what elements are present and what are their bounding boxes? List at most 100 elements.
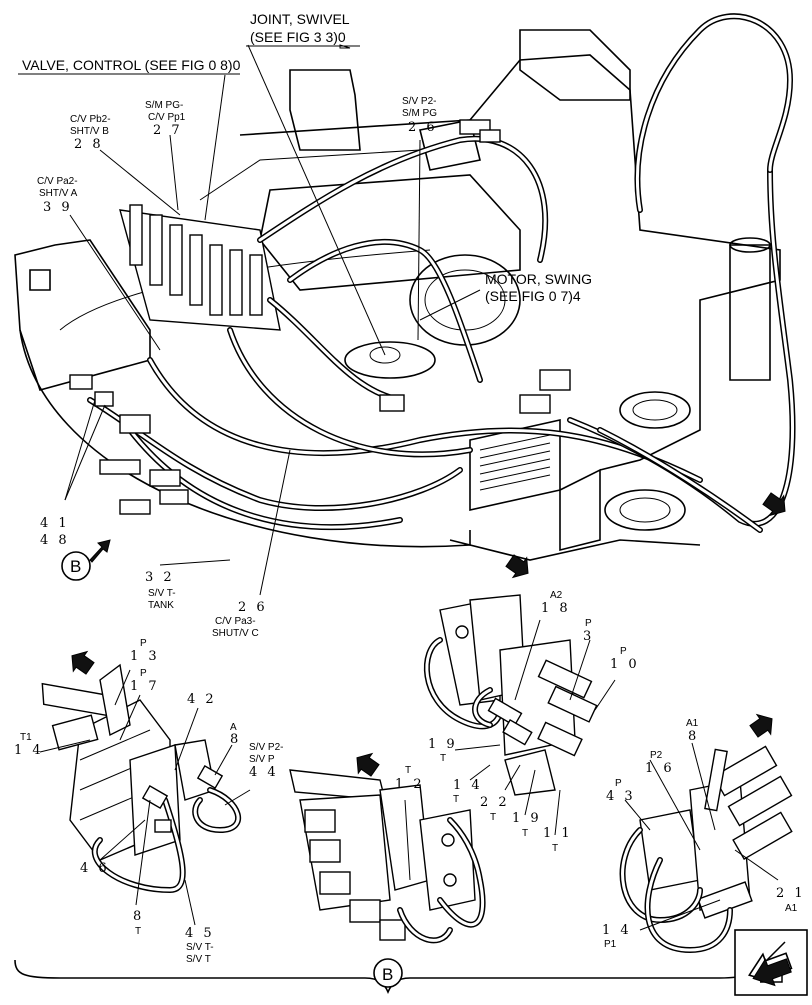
- cd-t-12: T: [405, 765, 411, 776]
- left-fittings: [69, 374, 189, 515]
- callout-27-text1: S/M PG-: [145, 100, 183, 111]
- ld-svp2: S/V P2-: [249, 742, 283, 753]
- ld-svt: S/V T-: [186, 942, 214, 953]
- right-pad-1: [619, 391, 691, 429]
- center-lower-detail: T 1 2: [289, 765, 486, 944]
- cd-num-3: 3: [583, 629, 594, 644]
- ld-num-44: 4 4: [249, 765, 279, 780]
- ld-num-14: 1 4: [14, 743, 44, 758]
- arrow-left-icon-2: [356, 752, 380, 777]
- callout-48-num: 4 8: [40, 533, 70, 548]
- rd-num-21: 2 1: [776, 886, 806, 901]
- swivel-joint: [344, 341, 436, 379]
- ld-num-8b: 8: [133, 909, 144, 924]
- rd-num-16: 1 6: [645, 761, 675, 776]
- hose-bundle: [87, 13, 796, 533]
- right-pad-2: [604, 489, 686, 531]
- ld-num-45: 4 5: [185, 926, 215, 941]
- ld-a: A: [230, 722, 237, 733]
- cd-num-19a: 1 9: [428, 737, 458, 752]
- rd-p: P: [615, 778, 622, 789]
- callout-28-num: 2 8: [74, 137, 104, 152]
- callout-32-num: 3 2: [145, 570, 175, 585]
- rd-num-43: 4 3: [606, 789, 636, 804]
- rd-num-14: 1 4: [602, 923, 632, 938]
- callout-26a-num: 2 6: [408, 120, 438, 135]
- main-assembly: [14, 13, 796, 561]
- callout-26b-num: 2 6: [238, 600, 268, 615]
- ld-p-17: P: [140, 668, 147, 679]
- motor-swing-title-1: MOTOR, SWING: [485, 271, 592, 287]
- arrow-upright-icon: [749, 713, 773, 738]
- callout-32-text1: S/V T-: [148, 588, 176, 599]
- cd-num-10: 1 0: [610, 657, 640, 672]
- view-arrow-icon: [89, 539, 111, 563]
- rd-num-8: 8: [688, 729, 699, 744]
- right-detail: A1 8 P2 1 6 P 4 3 2 1 A1 1 4 P1: [602, 718, 806, 954]
- leader-lines-top: [64, 44, 481, 596]
- callout-39-num: 3 9: [43, 200, 73, 215]
- bottom-view-b-label: B: [382, 965, 393, 984]
- callout-32-text2: TANK: [148, 600, 174, 611]
- cd-t-19a: T: [440, 753, 446, 764]
- arrow-right-icon-2: [505, 554, 529, 579]
- joint-swivel-title-2: (SEE FIG 3 3)0: [250, 29, 346, 45]
- left-detail: P 1 3 P 1 7 T1 1 4 4 2 A 8 S/V P2- S/V P…: [14, 638, 283, 965]
- ld-t: T: [135, 926, 141, 937]
- callout-27-num: 2 7: [153, 123, 183, 138]
- callout-27-text2: C/V Pp1: [148, 112, 186, 123]
- joint-swivel-title-1: JOINT, SWIVEL: [250, 11, 350, 27]
- cd-num-14: 1 4: [453, 778, 483, 793]
- rd-p2: P2: [650, 750, 663, 761]
- ld-p-13: P: [140, 638, 147, 649]
- title-labels: VALVE, CONTROL (SEE FIG 0 8)0 JOINT, SWI…: [18, 11, 592, 304]
- left-plate: [14, 239, 151, 391]
- cd-p-3: P: [585, 618, 592, 629]
- ld-num-46: 4 6: [80, 861, 110, 876]
- valve-control-title: VALVE, CONTROL (SEE FIG 0 8)0: [22, 57, 241, 73]
- center-fittings: [379, 119, 571, 414]
- cd-num-18: 1 8: [541, 601, 571, 616]
- ld-num-42: 4 2: [187, 692, 217, 707]
- cd-t-22: T: [490, 812, 496, 823]
- callout-39-text2: SHT/V A: [39, 188, 78, 199]
- center-upper-detail: A2 1 8 P 3 P 1 0 1 9 T 1 4 T 2 2 T 1 9 T…: [424, 590, 640, 854]
- cd-num-12: 1 2: [395, 777, 425, 792]
- cd-t-11: T: [552, 843, 558, 854]
- frame-bracket: [289, 69, 361, 151]
- ld-num-17: 1 7: [130, 679, 160, 694]
- cd-p-10: P: [620, 646, 627, 657]
- cd-num-11: 1 1: [543, 826, 573, 841]
- ld-svp: S/V P: [249, 754, 275, 765]
- cd-a2: A2: [550, 590, 563, 601]
- cd-num-22: 2 2: [480, 795, 510, 810]
- page-nav-icon[interactable]: [734, 929, 808, 996]
- view-b-marker: B: [61, 539, 111, 581]
- callout-26a-text2: S/M PG: [402, 108, 437, 119]
- top-bracket: [519, 29, 631, 101]
- cd-t-19b: T: [522, 828, 528, 839]
- arrow-left-icon-1: [71, 650, 95, 675]
- callout-41-num: 4 1: [40, 516, 70, 531]
- callout-28-text1: C/V Pb2-: [70, 114, 111, 125]
- control-valve-block: [119, 204, 281, 331]
- callouts-top: C/V Pb2- SHT/V B 2 8 S/M PG- C/V Pp1 2 7…: [37, 96, 438, 639]
- cd-num-19b: 1 9: [512, 811, 542, 826]
- callout-26b-text2: SHUT/V C: [212, 628, 259, 639]
- rd-p1: P1: [604, 939, 617, 950]
- rd-a1: A1: [686, 718, 699, 729]
- bottom-brace: B: [14, 958, 751, 995]
- ld-svt2: S/V T: [186, 954, 211, 965]
- arrow-right-icon-1: [762, 492, 786, 517]
- ld-num-13: 1 3: [130, 649, 160, 664]
- ld-t1: T1: [20, 732, 32, 743]
- callout-26b-text1: C/V Pa3-: [215, 616, 256, 627]
- direction-arrows: [71, 492, 786, 777]
- rd-a1b: A1: [785, 903, 798, 914]
- callout-26a-text1: S/V P2-: [402, 96, 436, 107]
- callout-39-text1: C/V Pa2-: [37, 176, 78, 187]
- ld-num-8: 8: [230, 732, 241, 747]
- motor-swing-title-2: (SEE FIG 0 7)4: [485, 288, 581, 304]
